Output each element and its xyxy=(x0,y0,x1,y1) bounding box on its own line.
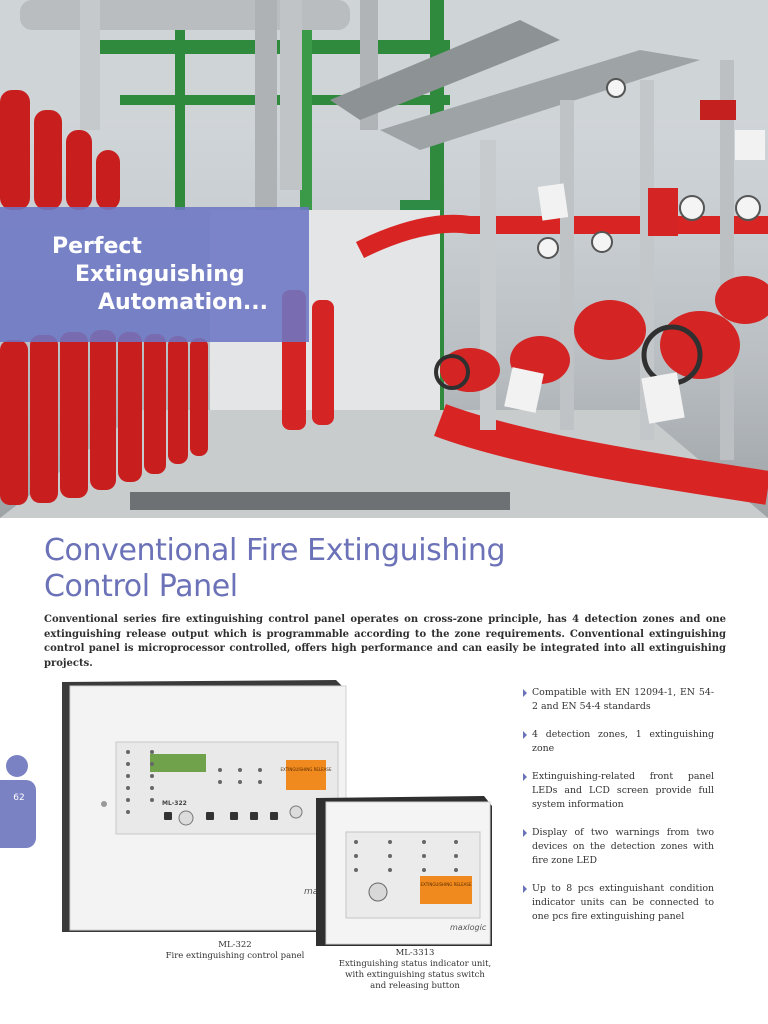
bullet-icon xyxy=(523,689,527,697)
tagline-overlay xyxy=(0,207,309,342)
feature-text: 4 detection zones, 1 extinguishing zone xyxy=(532,729,714,754)
feature-item: Compatible with EN 12094-1, EN 54-2 and … xyxy=(522,686,714,714)
main-panel-caption: ML-322 Fire extinguishing control panel xyxy=(160,940,310,962)
main-panel-model-label: ML-322 xyxy=(162,800,187,807)
tagline-line-3: Automation... xyxy=(98,290,268,315)
indicator-description-line-2: with extinguishing status switch xyxy=(345,970,485,980)
main-panel-description: Fire extinguishing control panel xyxy=(165,951,305,961)
feature-text: Extinguishing-related front panel LEDs a… xyxy=(532,771,714,810)
tagline-line-2: Extinguishing xyxy=(75,262,245,287)
intro-paragraph: Conventional series fire extinguishing c… xyxy=(44,614,726,669)
hero-photo xyxy=(0,0,768,518)
feature-text: Compatible with EN 12094-1, EN 54-2 and … xyxy=(532,687,714,712)
bullet-icon xyxy=(523,731,527,739)
tagline-line-1: Perfect xyxy=(52,234,142,259)
bullet-icon xyxy=(523,885,527,893)
fire-suppression-room-illustration xyxy=(0,0,768,518)
page-tab-head xyxy=(6,755,28,777)
bullet-icon xyxy=(523,773,527,781)
section-title-line-2: Control Panel xyxy=(44,569,238,604)
product-photos: EXTINGUISHING RELEASE ML-322 maxlogic EX… xyxy=(44,670,514,955)
main-panel-model: ML-322 xyxy=(218,940,252,950)
indicator-description-line-3: and releasing button xyxy=(370,981,460,991)
indicator-brand: maxlogic xyxy=(450,923,487,932)
feature-text: Up to 8 pcs extinguishant condition indi… xyxy=(532,883,714,922)
indicator-description-line-1: Extinguishing status indicator unit, xyxy=(338,959,492,969)
indicator-orange-label: EXTINGUISHING RELEASE xyxy=(421,882,472,887)
page-number: 62 xyxy=(13,793,25,803)
page-tab xyxy=(0,780,36,848)
feature-text: Display of two warnings from two devices… xyxy=(532,827,714,866)
bullet-icon xyxy=(523,829,527,837)
feature-list: Compatible with EN 12094-1, EN 54-2 and … xyxy=(522,686,714,938)
section-title-line-1: Conventional Fire Extinguishing xyxy=(44,533,506,568)
main-panel-orange-label: EXTINGUISHING RELEASE xyxy=(281,767,332,772)
feature-item: Up to 8 pcs extinguishant condition indi… xyxy=(522,882,714,924)
feature-item: Display of two warnings from two devices… xyxy=(522,826,714,868)
indicator-caption: ML-3313 Extinguishing status indicator u… xyxy=(330,948,500,992)
feature-item: Extinguishing-related front panel LEDs a… xyxy=(522,770,714,812)
section-title: Conventional Fire Extinguishing Control … xyxy=(44,533,604,605)
indicator-model: ML-3313 xyxy=(395,948,435,958)
control-panels-illustration: EXTINGUISHING RELEASE ML-322 maxlogic EX… xyxy=(62,680,492,946)
feature-item: 4 detection zones, 1 extinguishing zone xyxy=(522,728,714,756)
